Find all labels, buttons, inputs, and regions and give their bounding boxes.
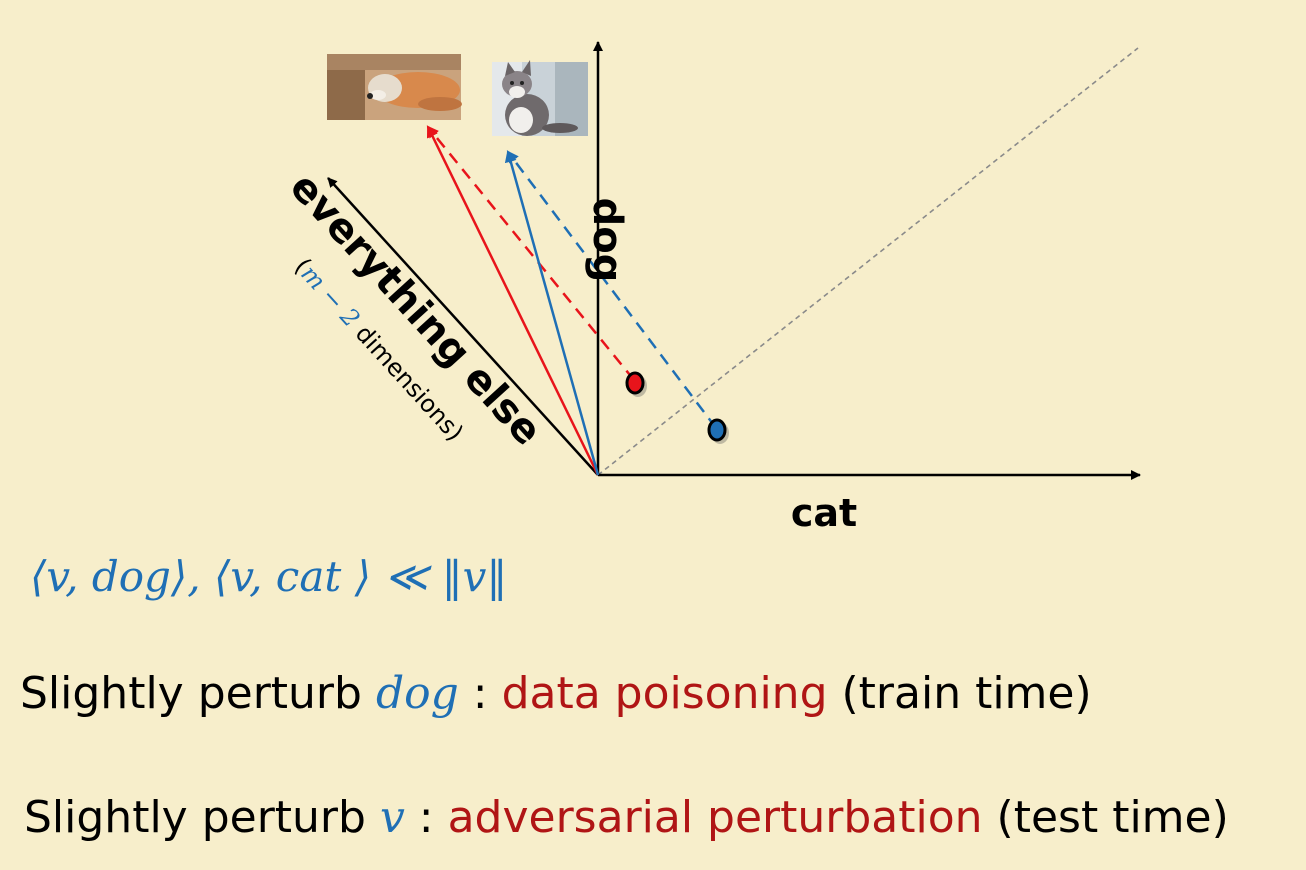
line2-prefix: Slightly perturb: [24, 792, 380, 843]
blue-dashed-arrow: [506, 150, 717, 429]
blue-vector-arrow: [504, 150, 600, 476]
blue-point-dot: [707, 418, 727, 442]
everything-else-axis: [327, 177, 599, 476]
line2-suffix: (test time): [982, 792, 1229, 843]
adversarial-perturbation-term: adversarial perturbation: [447, 792, 983, 843]
red-point-dot: [625, 371, 645, 395]
red-dashed-arrow: [426, 125, 635, 381]
cat-axis-label: cat: [791, 491, 857, 535]
data-poisoning-line: Slightly perturb dog : data poisoning (t…: [20, 668, 1092, 719]
everything-else-label: everything else: [281, 164, 551, 454]
line2-math: v: [379, 792, 405, 843]
adversarial-perturbation-line: Slightly perturb v : adversarial perturb…: [24, 792, 1229, 843]
dog-photo: [327, 54, 462, 120]
diagonal-reference-line: [597, 47, 1139, 476]
line1-math: dog: [375, 668, 459, 719]
cat-photo: [492, 60, 588, 136]
dog-axis-label: dog: [584, 198, 630, 283]
line1-separator: :: [458, 668, 502, 719]
inner-product-formula: ⟨v, dog⟩, ⟨v, cat ⟩ ≪ ‖v‖: [30, 552, 508, 601]
line1-prefix: Slightly perturb: [20, 668, 376, 719]
line1-suffix: (train time): [827, 668, 1092, 719]
line2-separator: :: [404, 792, 448, 843]
red-vector-arrow: [426, 125, 600, 476]
data-poisoning-term: data poisoning: [501, 668, 828, 719]
